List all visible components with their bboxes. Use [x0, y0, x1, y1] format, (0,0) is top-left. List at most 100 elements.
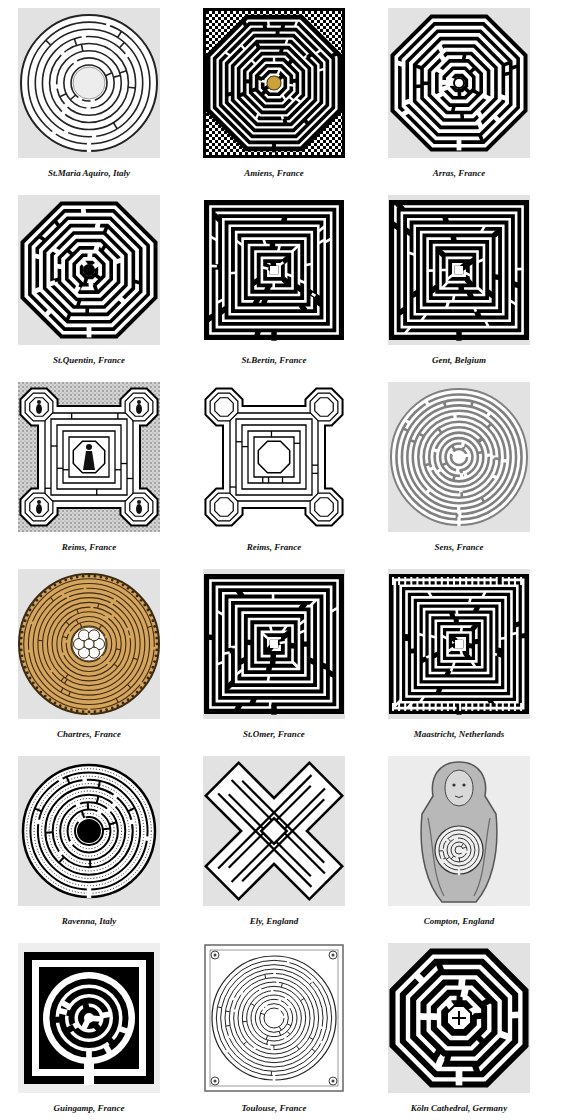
maze-path	[255, 625, 292, 662]
panel-ground	[203, 569, 345, 719]
comb	[416, 577, 418, 585]
maze-wall	[470, 68, 475, 73]
maze-break	[257, 331, 258, 337]
maze-wall	[244, 1042, 247, 1045]
maze-wall	[297, 1046, 300, 1049]
maze-break	[251, 89, 256, 91]
maze-wall	[279, 1027, 281, 1031]
maze-wall	[473, 90, 480, 94]
panel-ground	[388, 195, 530, 345]
caption: Chartres, France	[57, 729, 121, 739]
maze-centre	[454, 78, 464, 88]
maze-path	[210, 580, 337, 707]
frame	[205, 10, 344, 157]
maze-ground	[389, 574, 529, 714]
maze-wall	[474, 1064, 477, 1074]
maze-break	[64, 640, 68, 643]
maze-wall	[305, 264, 311, 265]
maze-break	[61, 653, 65, 655]
maze-break	[441, 80, 448, 85]
maze-path	[424, 609, 494, 679]
maze-wall	[50, 597, 53, 601]
bastion-ring	[215, 398, 233, 416]
maze-wall	[453, 295, 454, 301]
maze-break	[239, 94, 244, 96]
caption-slot: Sens, France	[369, 536, 549, 554]
comb	[508, 703, 510, 711]
maze-break	[50, 670, 53, 672]
maze-wall	[236, 241, 242, 246]
maze-path	[71, 65, 107, 101]
comb	[429, 703, 431, 711]
maze-path	[218, 794, 311, 887]
maze-wall	[98, 604, 99, 609]
maze-path	[434, 993, 484, 1043]
maze-break	[458, 286, 464, 292]
maze-entrance	[458, 868, 460, 875]
panel-ground	[18, 943, 160, 1093]
maze-break	[447, 670, 449, 675]
maze-path	[223, 219, 324, 320]
maze-wall	[210, 265, 216, 268]
maze-wall	[60, 94, 66, 97]
maze-path	[52, 607, 126, 681]
maze-path	[236, 45, 313, 122]
maze-break	[139, 682, 142, 685]
maze-break	[305, 120, 308, 124]
lunation	[40, 691, 43, 694]
maze-break	[498, 577, 501, 582]
maze-wall	[425, 464, 430, 465]
maze-centre	[270, 266, 278, 274]
maze-wall	[447, 648, 453, 652]
lunation	[127, 698, 130, 701]
maze-path	[264, 1008, 284, 1028]
maze-path	[51, 419, 127, 495]
maze-wall	[117, 413, 118, 419]
panel-ground	[388, 8, 530, 158]
maze-break	[270, 242, 276, 248]
maze-break	[46, 310, 51, 315]
corner-ornament	[214, 954, 217, 957]
maze-break	[494, 277, 500, 278]
maze-entrance	[272, 143, 276, 153]
maze-dots	[56, 798, 121, 863]
maze-wall	[318, 69, 324, 71]
maze-break	[461, 849, 465, 851]
figure	[36, 404, 42, 414]
caption-slot: St.Quentin, France	[0, 349, 179, 367]
maze-path	[68, 810, 111, 853]
lunation	[70, 708, 73, 711]
maze-wall	[415, 65, 422, 68]
rosette	[72, 627, 106, 661]
figure	[83, 451, 95, 470]
maze-wall	[271, 1071, 272, 1075]
maze-path	[33, 588, 145, 700]
maze-wall	[63, 469, 69, 470]
maze-break	[477, 311, 479, 317]
maze-path	[238, 982, 310, 1054]
maze-break	[69, 841, 75, 845]
comb	[392, 703, 394, 711]
lunation	[49, 698, 52, 701]
lunation	[105, 708, 108, 711]
octagon-labyrinth	[388, 943, 530, 1093]
square-round-labyrinth	[18, 943, 160, 1093]
lunation	[29, 677, 32, 680]
maze-path	[396, 394, 521, 519]
bastion-ring	[25, 493, 53, 521]
maze-wall	[287, 1024, 291, 1026]
comb	[490, 703, 492, 711]
maze-centre	[83, 264, 95, 276]
maze-path	[260, 69, 289, 98]
lunation	[88, 575, 91, 578]
maze-wall	[478, 438, 482, 441]
maze-ground	[204, 574, 344, 714]
maze-break	[497, 647, 502, 653]
maze-path	[62, 617, 117, 672]
maze-path	[232, 789, 325, 882]
maze-break	[441, 55, 445, 61]
lunation	[153, 625, 156, 628]
lunation	[131, 591, 134, 594]
maze-break	[286, 960, 290, 964]
centre-octagon	[258, 441, 289, 472]
